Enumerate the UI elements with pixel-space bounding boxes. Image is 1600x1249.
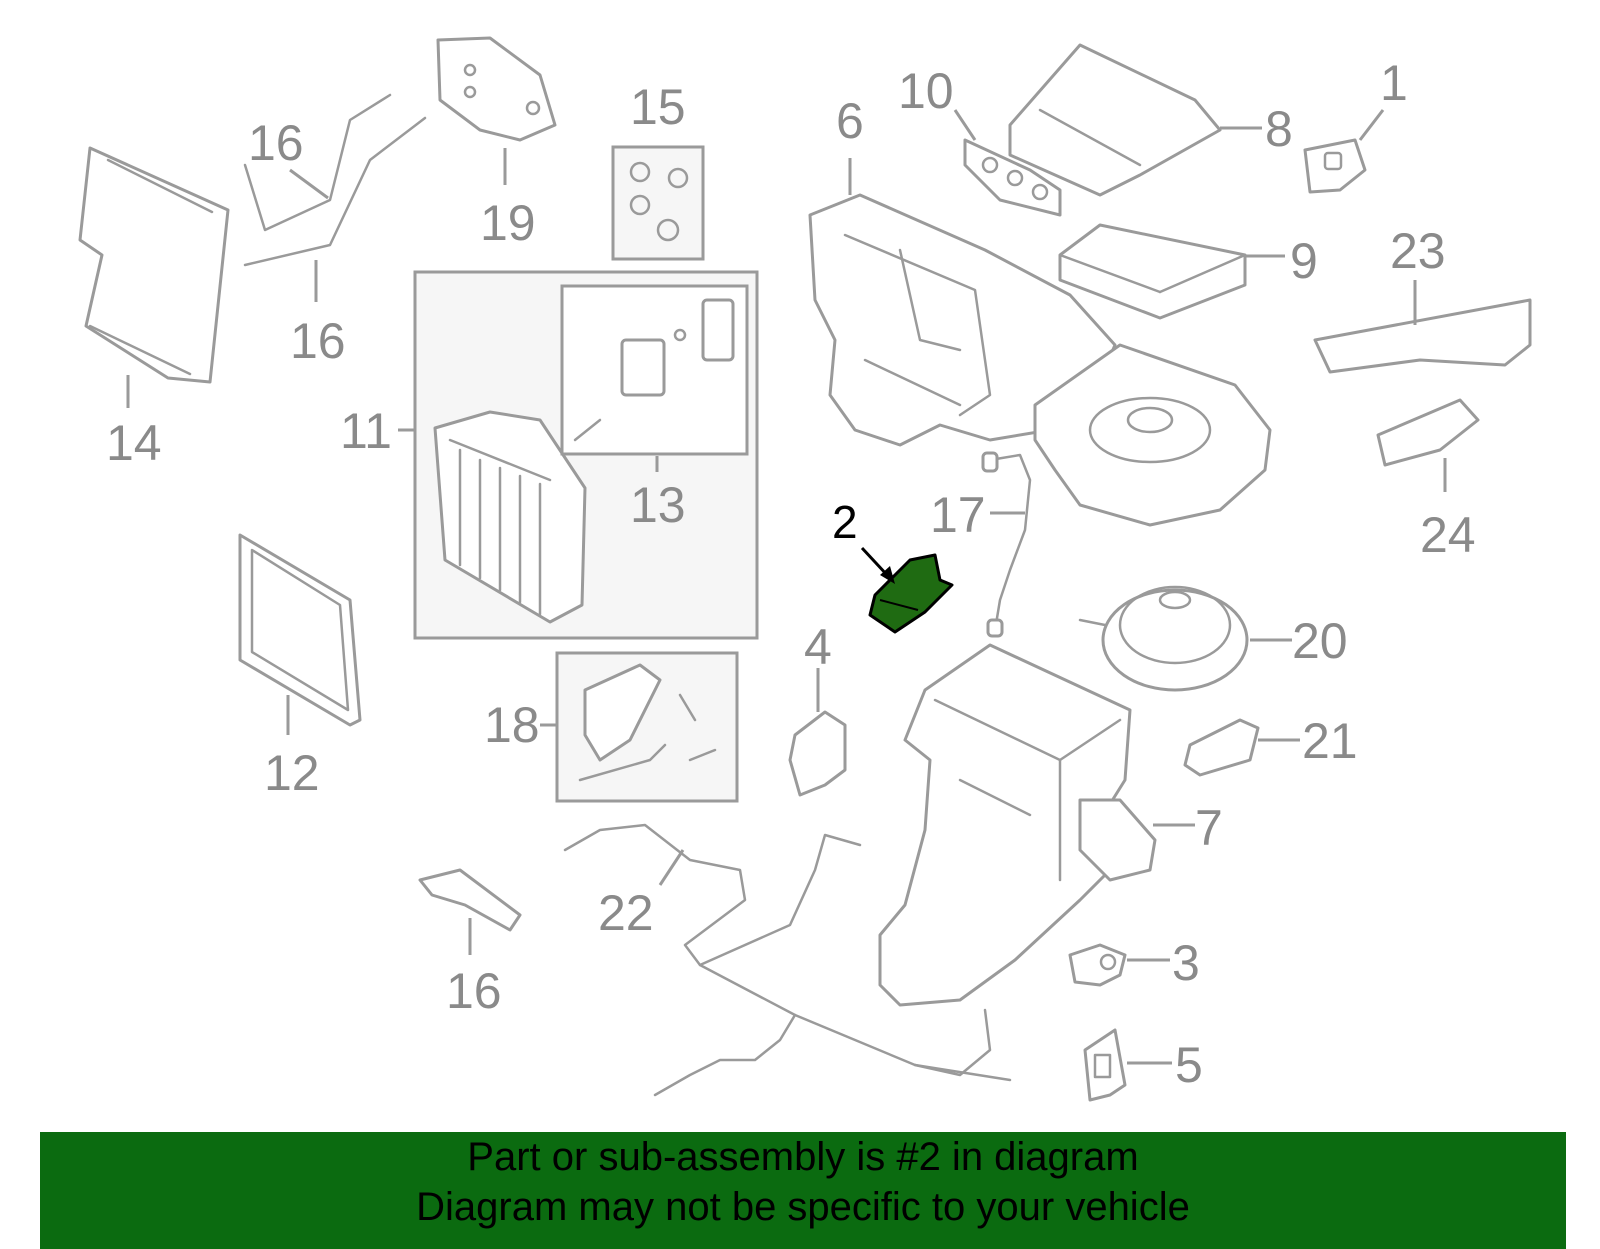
part-13-expansion-valve [573, 298, 735, 442]
part-17-bracket [418, 868, 522, 932]
part-1-sensor [1303, 138, 1367, 194]
callout-7: 7 [1195, 800, 1223, 856]
part-22-actuator [1183, 718, 1260, 777]
callout-8: 8 [1265, 101, 1293, 157]
leader-23 [658, 849, 685, 886]
callout-16a: 16 [248, 115, 304, 171]
part-14-heater-core [78, 146, 230, 384]
part-8-cover [1008, 43, 1222, 197]
part-20-plate [436, 36, 557, 142]
part-7-lower-housing [878, 643, 1132, 1007]
part-16-hoses [243, 93, 427, 267]
callout-18: 17 [930, 487, 986, 543]
callout-6: 6 [836, 93, 864, 149]
part-24-duct [1313, 298, 1532, 374]
callout-11: 11 [340, 403, 392, 459]
callout-25: 24 [1420, 507, 1476, 563]
callout-17: 16 [446, 963, 502, 1019]
leader-1 [1358, 109, 1385, 141]
callout-23: 22 [598, 885, 654, 941]
part-25-duct [1376, 398, 1480, 467]
part-18-sensor-wire [981, 451, 1032, 638]
part-12-seal-frame [238, 533, 362, 727]
callout-24: 23 [1390, 223, 1446, 279]
callout-4: 4 [804, 619, 832, 675]
part-19-linkage [578, 663, 717, 782]
part-11-evaporator-core [433, 410, 587, 624]
part-15-seal-kit [611, 145, 705, 261]
callout-15: 15 [630, 79, 686, 135]
part-5-bracket [1083, 1028, 1127, 1102]
part-10-gasket [963, 138, 1062, 217]
leader-2-arrowhead [880, 566, 895, 584]
part-6-hvac-housing [808, 193, 1117, 447]
callout-2: 2 [832, 496, 858, 548]
part-21-blower-motor [1078, 585, 1249, 692]
leader-16a [289, 168, 329, 200]
leader-2 [860, 546, 890, 578]
part-23-wiring-harness [563, 823, 1012, 1097]
part-blower-housing [1033, 343, 1272, 527]
part-3-motor [1068, 943, 1127, 987]
info-banner: Part or sub-assembly is #2 in diagram Di… [40, 1132, 1566, 1249]
callout-5: 5 [1175, 1037, 1203, 1093]
callout-3: 3 [1172, 935, 1200, 991]
callout-13: 13 [630, 477, 686, 533]
callout-12: 12 [264, 745, 320, 801]
parts-diagram: 14 16 16 19 15 11 13 [78, 36, 1532, 1102]
callout-20: 19 [480, 195, 536, 251]
part-4-actuator [788, 710, 847, 797]
leader-10 [953, 109, 977, 141]
callout-1: 1 [1380, 55, 1408, 111]
banner-line-2: Diagram may not be specific to your vehi… [416, 1185, 1190, 1229]
part-9-cabin-filter [1058, 223, 1247, 320]
callout-16b: 16 [290, 313, 346, 369]
callout-21: 20 [1292, 613, 1348, 669]
part-2-actuator[interactable] [868, 553, 954, 634]
callout-10: 10 [898, 63, 954, 119]
banner-line-1: Part or sub-assembly is #2 in diagram [467, 1135, 1139, 1179]
callout-14: 14 [106, 415, 162, 471]
part-7-side-piece [1078, 798, 1157, 882]
callout-22: 21 [1302, 713, 1358, 769]
callout-19: 18 [484, 697, 540, 753]
callout-9: 9 [1290, 233, 1318, 289]
